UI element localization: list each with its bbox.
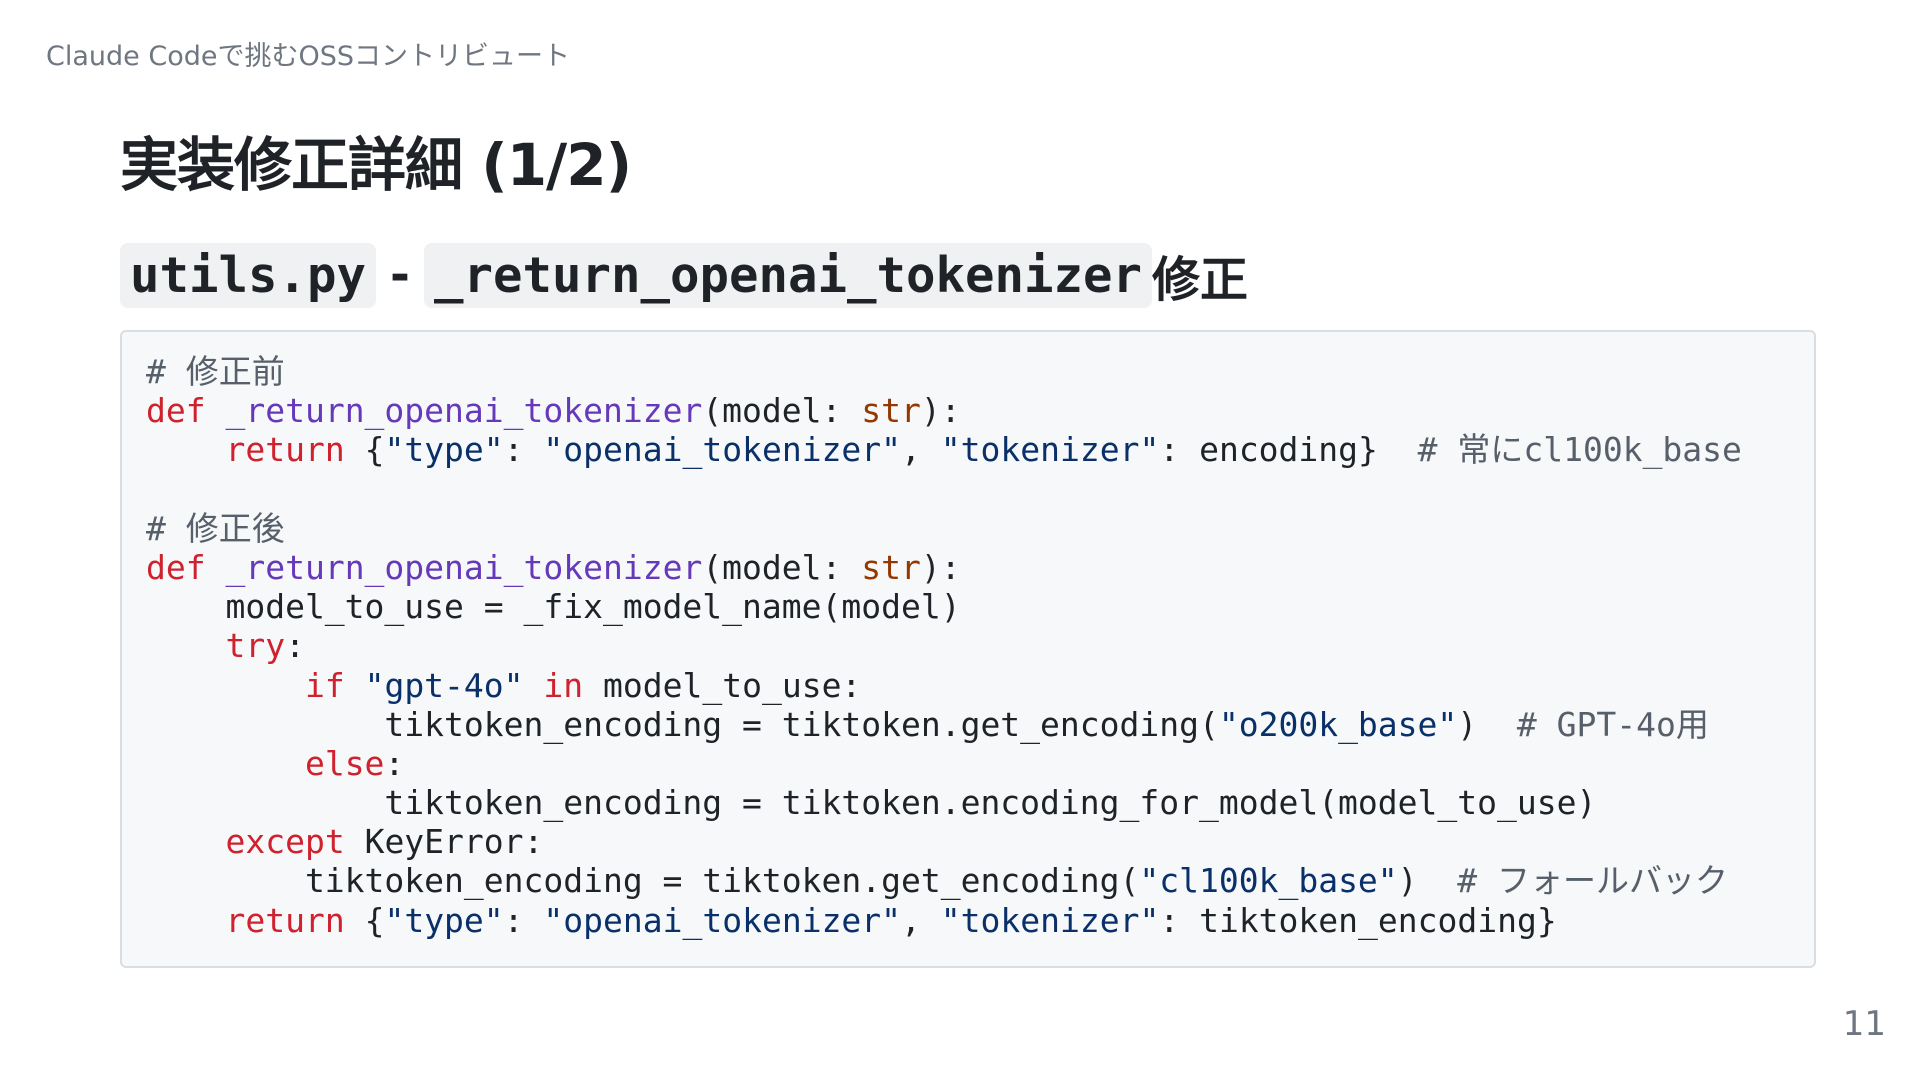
code-token: "tokenizer" <box>940 430 1160 470</box>
code-line: def _return_openai_tokenizer(model: str)… <box>146 548 1790 587</box>
code-token: str <box>861 547 921 587</box>
code-token: tiktoken_encoding = tiktoken.encoding_fo… <box>146 783 1597 823</box>
page-number: 11 <box>1842 1004 1886 1044</box>
code-line: if "gpt-4o" in model_to_use: <box>146 666 1790 705</box>
code-token <box>146 901 225 940</box>
code-token: # 常にcl100k_base <box>1417 430 1742 470</box>
code-token: except <box>225 822 345 862</box>
code-token: model_to_use: <box>583 665 862 705</box>
code-token: tiktoken_encoding = tiktoken.get_encodin… <box>146 861 1140 901</box>
code-token: model_to_use = _fix_model_name(model) <box>146 587 961 627</box>
code-token: else <box>304 743 385 783</box>
code-line: return {"type": "openai_tokenizer", "tok… <box>146 430 1790 469</box>
code-token <box>146 744 305 783</box>
code-token: : <box>503 900 544 940</box>
code-token <box>146 430 225 469</box>
code-token: "cl100k_base" <box>1139 861 1398 901</box>
code-token: (model: <box>702 391 862 431</box>
code-token: str <box>861 391 921 431</box>
code-token: "tokenizer" <box>940 900 1160 940</box>
page-title: 実装修正詳細 (1/2) <box>120 131 632 199</box>
code-token: def <box>146 547 206 587</box>
code-line: # 修正後 <box>146 509 1790 548</box>
code-token: try <box>225 626 286 666</box>
code-token: : encoding} <box>1159 430 1418 470</box>
code-line: model_to_use = _fix_model_name(model) <box>146 587 1790 626</box>
code-token: , <box>901 900 941 940</box>
code-token: in <box>543 665 584 705</box>
code-line: return {"type": "openai_tokenizer", "tok… <box>146 901 1790 940</box>
code-token: : <box>384 743 405 783</box>
code-token: : <box>503 430 544 470</box>
code-line: def _return_openai_tokenizer(model: str)… <box>146 391 1790 430</box>
code-token: "o200k_base" <box>1218 704 1458 744</box>
heading-suffix: 修正 <box>1151 252 1248 308</box>
code-line: except KeyError: <box>146 822 1790 861</box>
code-line: tiktoken_encoding = tiktoken.get_encodin… <box>146 705 1790 744</box>
code-line <box>146 470 1790 509</box>
code-token: def <box>146 391 206 431</box>
code-token: # フォールバック <box>1457 861 1729 901</box>
slide-header: Claude Codeで挑むOSSコントリビュート <box>46 41 570 72</box>
code-line: try: <box>146 626 1790 665</box>
code-token: { <box>344 900 385 940</box>
code-token: "openai_tokenizer" <box>543 900 902 940</box>
code-token: ) <box>1397 861 1458 901</box>
file-name-code: utils.py <box>120 242 377 308</box>
code-token: tiktoken_encoding = tiktoken.get_encodin… <box>146 704 1219 744</box>
code-line: tiktoken_encoding = tiktoken.get_encodin… <box>146 861 1790 900</box>
code-token: ) <box>1457 704 1517 744</box>
code-token: "openai_tokenizer" <box>543 430 902 470</box>
code-line: tiktoken_encoding = tiktoken.encoding_fo… <box>146 783 1790 822</box>
code-token: ): <box>920 391 961 431</box>
code-token: _return_openai_tokenizer <box>225 391 703 431</box>
code-token <box>206 391 226 430</box>
code-token: "type" <box>384 900 504 940</box>
code-token: (model: <box>702 547 862 587</box>
code-token: : <box>285 626 305 666</box>
function-name-code: _return_openai_tokenizer <box>423 242 1152 308</box>
code-token: { <box>344 430 385 470</box>
code-token: return <box>225 900 345 940</box>
code-token <box>146 822 225 861</box>
code-token <box>524 666 544 705</box>
code-token <box>146 626 225 665</box>
section-heading: utils.py - _return_openai_tokenizer 修正 <box>120 240 1248 310</box>
code-token: KeyError: <box>344 822 544 862</box>
code-token: return <box>225 430 345 470</box>
code-token: _return_openai_tokenizer <box>225 547 703 587</box>
code-token: : tiktoken_encoding} <box>1159 900 1557 940</box>
code-token: "type" <box>384 430 504 470</box>
heading-separator: - <box>390 247 410 303</box>
code-token <box>345 666 365 705</box>
code-line: else: <box>146 744 1790 783</box>
code-token: if <box>304 665 345 705</box>
code-token <box>206 548 226 587</box>
code-token <box>146 666 305 705</box>
code-token: "gpt-4o" <box>364 665 524 705</box>
code-token: # 修正後 <box>146 508 285 548</box>
code-token: # 修正前 <box>146 352 285 391</box>
code-token: # GPT-4o用 <box>1516 704 1709 744</box>
code-line: # 修正前 <box>146 352 1790 391</box>
code-token: , <box>901 430 941 470</box>
code-token: ): <box>920 547 961 587</box>
